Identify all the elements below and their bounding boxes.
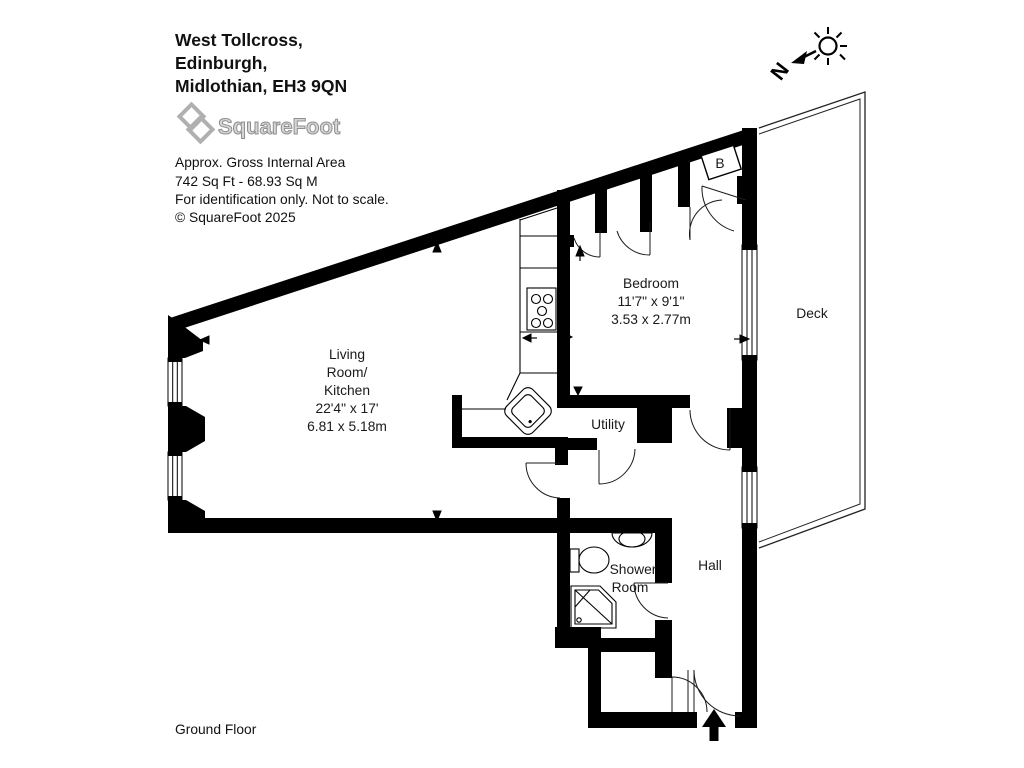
deck-label: Deck [796, 306, 828, 321]
area-line1: Approx. Gross Internal Area [175, 155, 346, 170]
hall-window [741, 466, 758, 529]
address-block: West Tollcross, Edinburgh, Midlothian, E… [175, 30, 347, 96]
address-line2: Edinburgh, [175, 53, 267, 73]
svg-text:6.81 x 5.18m: 6.81 x 5.18m [307, 419, 387, 434]
svg-text:Room/: Room/ [327, 365, 368, 380]
squarefoot-logo: SquareFoot [176, 101, 341, 145]
toilet-icon [569, 546, 610, 574]
dimension-markers [198, 240, 751, 523]
svg-text:Room: Room [612, 580, 649, 595]
squarefoot-logo-icon [176, 101, 216, 145]
sun-icon [813, 27, 847, 65]
area-info-block: Approx. Gross Internal Area 742 Sq Ft - … [175, 155, 389, 225]
room-labels: Living Room/ Kitchen 22'4" x 17' 6.81 x … [307, 276, 828, 595]
address-line1: West Tollcross, [175, 30, 303, 50]
floor-label: Ground Floor [175, 722, 257, 737]
svg-text:Kitchen: Kitchen [324, 383, 370, 398]
basin-icon [611, 530, 653, 548]
svg-text:Shower: Shower [610, 562, 657, 577]
utility-label: Utility [591, 417, 625, 432]
deck-outline [758, 91, 866, 549]
svg-text:Living: Living [329, 347, 365, 362]
area-line3: For identification only. Not to scale. [175, 192, 389, 207]
squarefoot-logo-text: SquareFoot [218, 114, 341, 139]
shower-room-label: Shower Room [610, 562, 657, 595]
walls [168, 128, 757, 728]
svg-text:22'4" x 17': 22'4" x 17' [315, 401, 378, 416]
hall-label: Hall [698, 558, 722, 573]
boiler-cupboard: B [700, 144, 743, 181]
bedroom-window [741, 244, 758, 361]
svg-text:11'7" x 9'1": 11'7" x 9'1" [618, 294, 685, 309]
north-label: N [766, 59, 793, 85]
living-window-top [167, 357, 183, 407]
sink-icon [504, 387, 552, 435]
entrance-arrow [702, 709, 726, 741]
hob-icon [526, 287, 557, 331]
address-line3: Midlothian, EH3 9QN [175, 76, 347, 96]
living-window-bottom [167, 451, 183, 501]
area-line2: 742 Sq Ft - 68.93 Sq M [175, 174, 318, 189]
bedroom-label: Bedroom 11'7" x 9'1" 3.53 x 2.77m [611, 276, 691, 327]
boiler-label: B [715, 156, 724, 171]
north-arrow-head [791, 51, 807, 64]
windows [167, 244, 758, 529]
north-arrow: N [766, 27, 847, 85]
living-room-label: Living Room/ Kitchen 22'4" x 17' 6.81 x … [307, 347, 387, 434]
doors [525, 185, 747, 717]
svg-text:3.53 x 2.77m: 3.53 x 2.77m [611, 312, 691, 327]
shower-tray-icon [570, 585, 617, 629]
area-line4: © SquareFoot 2025 [175, 210, 296, 225]
svg-text:Bedroom: Bedroom [623, 276, 679, 291]
kitchen-counter [462, 207, 558, 410]
